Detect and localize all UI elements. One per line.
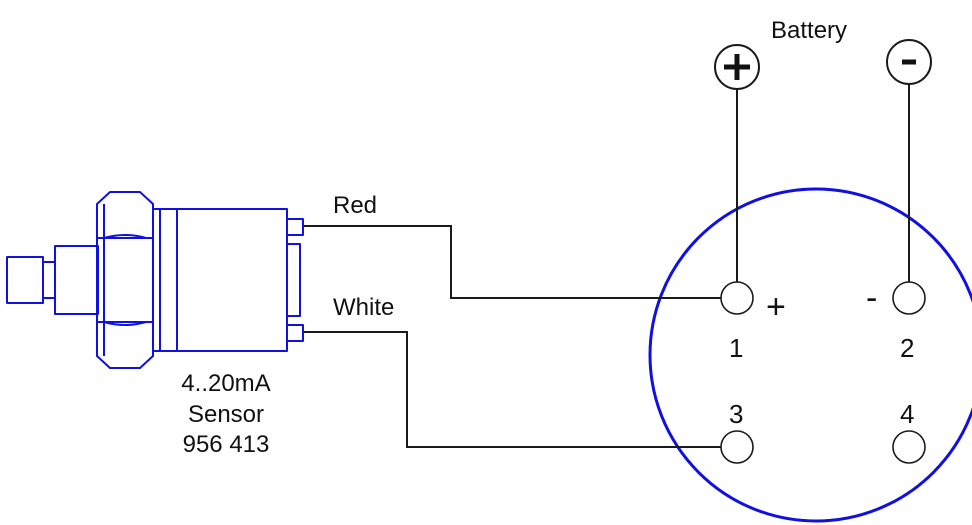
white-wire — [303, 331, 722, 448]
battery-plus-terminal — [714, 44, 760, 90]
pin-4-number: 4 — [900, 399, 914, 429]
sensor-part-number: 956 413 — [183, 431, 270, 458]
pin-1-number: 1 — [729, 333, 743, 363]
pin-3-number: 3 — [729, 399, 743, 429]
battery: Battery — [714, 17, 932, 90]
pin-2-number: 2 — [900, 333, 914, 363]
sensor-name: Sensor — [188, 401, 264, 428]
connector-pins: + - 1 2 3 4 — [720, 279, 926, 464]
pin-3 — [720, 430, 754, 464]
pin-2 — [892, 281, 926, 315]
battery-minus-terminal — [886, 39, 932, 85]
pin-1 — [720, 281, 754, 315]
sensor-body — [176, 208, 288, 352]
white-wire-label: White — [333, 294, 394, 321]
sensor-red-wire-exit — [286, 218, 304, 236]
red-wire — [303, 225, 722, 299]
sensor-caption: 4..20mA Sensor 956 413 — [181, 370, 270, 458]
sensor-collar — [152, 208, 178, 352]
connector-body — [648, 187, 972, 523]
battery-label: Battery — [771, 17, 847, 44]
sensor-nozzle — [6, 256, 44, 304]
sensor-thread — [54, 245, 99, 315]
sensor-drawing — [6, 191, 304, 369]
sensor-hex-nut — [96, 191, 154, 369]
pin-1-polarity: + — [766, 288, 786, 326]
sensor-rear-cap — [286, 243, 301, 317]
pin-2-polarity: - — [866, 279, 877, 317]
sensor-type: 4..20mA — [181, 370, 270, 397]
red-wire-label: Red — [333, 192, 377, 219]
sensor-white-wire-exit — [286, 324, 304, 342]
pin-4 — [892, 430, 926, 464]
